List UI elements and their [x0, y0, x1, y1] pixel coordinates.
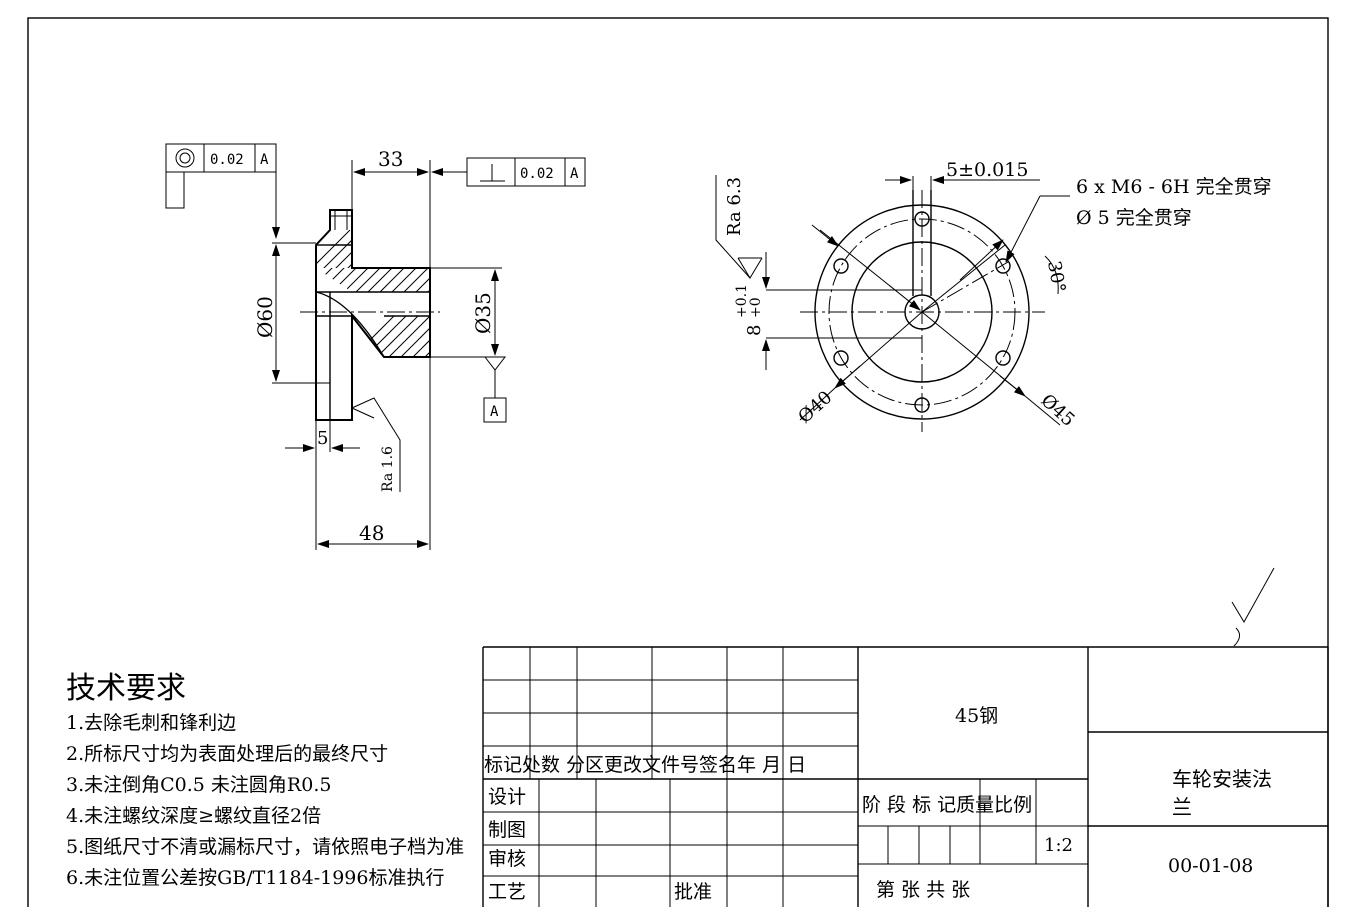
svg-text:Ra 6.3: Ra 6.3 [724, 177, 745, 236]
material: 45钢 [955, 705, 998, 727]
roughness-symbol-1: Ra 1.6 [351, 397, 401, 492]
angle-30: 30° [1043, 259, 1069, 294]
title-block: 标记处数 分区更改文件号签名年 月 日 设计 制图 审核 工艺 批准 45钢 阶… [482, 646, 1329, 907]
end-view: Ø40 Ø45 5±0.015 8 +0.1 +0 Ra 6.3 6 x M6 … [715, 159, 1272, 432]
svg-text:Ra 1.6: Ra 1.6 [380, 446, 396, 492]
part-name-2: 兰 [1172, 795, 1192, 819]
roughness-symbol-2: Ra 6.3 [715, 175, 763, 279]
part-name-1: 车轮安装法 [1172, 767, 1272, 791]
fcf-tolerance: 0.02 [210, 152, 244, 168]
flange-outline [315, 209, 431, 421]
tech-item-3: 3.未注倒角C0.5 未注圆角R0.5 [66, 774, 331, 796]
row-process: 工艺 [488, 881, 526, 903]
tech-item-4: 4.未注螺纹深度≥螺纹直径2倍 [66, 805, 321, 827]
fcf2-datum: A [570, 166, 579, 182]
fcf-perpendicularity: 0.02 A [431, 157, 586, 187]
approve-label: 批准 [674, 881, 712, 903]
stage-header: 阶 段 标 记质量比例 [862, 794, 1032, 816]
general-roughness-icon [1231, 567, 1275, 647]
scale: 1:2 [1044, 835, 1073, 856]
keyway-depth-lower: +0 [748, 297, 764, 318]
dim-48: 48 [359, 521, 384, 545]
sheet-border [27, 17, 1329, 907]
datum-a: A [483, 356, 507, 423]
tech-title: 技术要求 [66, 671, 186, 706]
dim-60: Ø60 [253, 296, 277, 338]
thread-note-1: 6 x M6 - 6H 完全贯穿 [1076, 176, 1272, 198]
tech-requirements: 技术要求 1.去除毛刺和锋利边 2.所标尺寸均为表面处理后的最终尺寸 3.未注倒… [66, 671, 464, 889]
section-view: 0.02 A 0.02 A 33 [165, 143, 586, 550]
dim-35: Ø35 [471, 292, 495, 334]
concentricity-icon [175, 148, 195, 168]
dia-45: Ø45 [1037, 390, 1079, 431]
dim-33: 33 [378, 147, 403, 171]
row-draft: 制图 [488, 819, 526, 841]
fcf-datum: A [260, 152, 269, 168]
tech-item-6: 6.未注位置公差按GB/T1184-1996标准执行 [66, 867, 444, 889]
tech-item-1: 1.去除毛刺和锋利边 [66, 712, 236, 734]
row-design: 设计 [488, 786, 526, 808]
keyway-depth-upper: +0.1 [734, 284, 750, 318]
tech-item-5: 5.图纸尺寸不清或漏标尺寸，请依照电子档为准 [66, 836, 464, 858]
fcf-concentricity: 0.02 A [165, 143, 280, 239]
row-review: 审核 [488, 848, 526, 870]
sheet-count: 第 张 共 张 [876, 879, 970, 901]
dim-5: 5 [317, 428, 328, 449]
perpendicular-icon [480, 164, 505, 182]
keyway-width: 5±0.015 [946, 159, 1028, 181]
tech-item-2: 2.所标尺寸均为表面处理后的最终尺寸 [66, 743, 388, 765]
svg-text:A: A [490, 404, 499, 420]
drawing-number: 00-01-08 [1168, 855, 1253, 877]
fcf2-tolerance: 0.02 [520, 166, 554, 182]
keyway-depth-main: 8 [744, 325, 765, 336]
revision-header: 标记处数 分区更改文件号签名年 月 日 [484, 754, 806, 776]
thread-note-2: Ø 5 完全贯穿 [1076, 207, 1192, 229]
